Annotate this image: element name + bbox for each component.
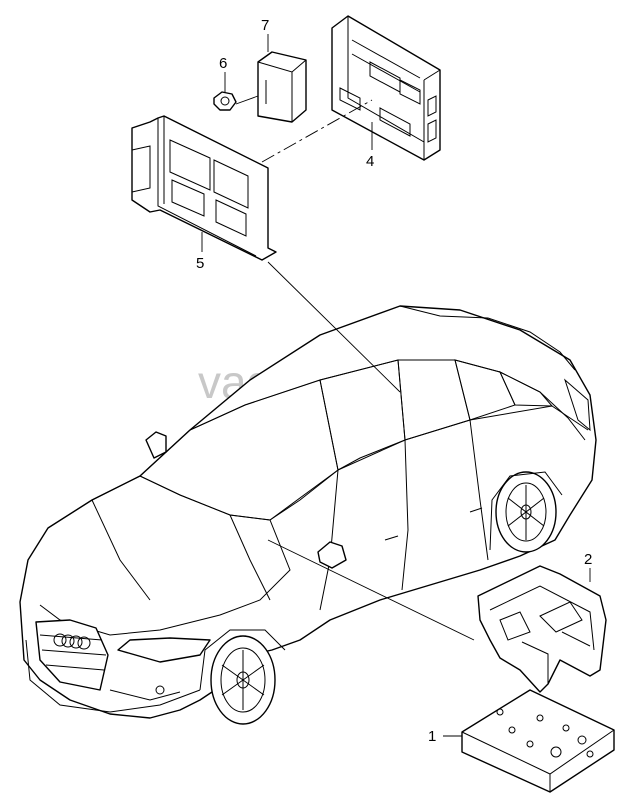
relay-module-icon [257,51,307,123]
callout-7: 7 [261,17,269,34]
callout-1: 1 [428,728,436,745]
callout-6: 6 [219,55,227,72]
nut-icon [213,91,237,111]
callout-5: 5 [196,255,204,272]
control-module-icon [331,15,441,161]
leader-line-6-to-7 [235,95,259,105]
mounting-bracket-icon [477,565,607,693]
leader-line-5-to-car [267,261,401,393]
callout-2: 2 [584,551,592,568]
leader-line-car-to-2 [267,539,475,641]
car-icon [19,305,597,725]
callout-4: 4 [366,153,374,170]
leader-line-4-to-5 [261,99,373,163]
holder-bracket-icon [131,115,277,261]
control-unit-tray-icon [461,689,615,793]
